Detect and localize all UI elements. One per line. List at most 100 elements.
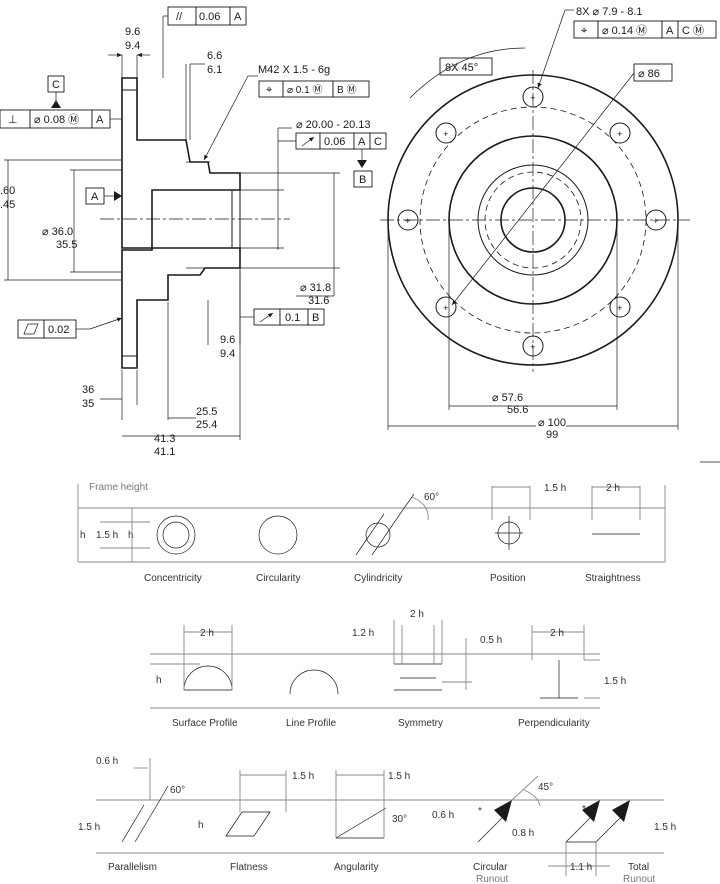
symbol-guide-row2: h 2 h 2 h 1.2 h 0.5 h 2 h 1.5 h Surface … <box>150 609 626 729</box>
svg-text:Circularity: Circularity <box>256 573 300 584</box>
hole-count-callout: 8X ⌀ 7.9 - 8.1 <box>576 6 643 18</box>
svg-text:Perpendicularity: Perpendicularity <box>518 718 590 729</box>
dim-outer-left-upper: .60 <box>0 185 15 197</box>
svg-text:A: A <box>234 11 242 23</box>
svg-text:Total: Total <box>628 862 649 873</box>
svg-text:0.5 h: 0.5 h <box>480 635 502 646</box>
dim-overall-lower: 41.1 <box>154 446 175 458</box>
bolt-holes: + + + + + + + + <box>397 86 667 357</box>
svg-text:30°: 30° <box>392 814 407 825</box>
svg-text:Straightness: Straightness <box>585 573 641 584</box>
dim-inner-lower: 56.6 <box>507 404 528 416</box>
svg-text:2 h: 2 h <box>200 628 214 639</box>
svg-text:C: C <box>374 136 382 148</box>
datum-a-label: A <box>91 191 99 203</box>
svg-text:+: + <box>405 216 411 227</box>
fcf-perpendicularity: ⊥ ⌀ 0.08 Ⓜ A <box>0 109 111 129</box>
svg-text:1.5 h: 1.5 h <box>654 822 676 833</box>
svg-text:A: A <box>358 136 366 148</box>
svg-text:*: * <box>582 804 586 815</box>
svg-text:Position: Position <box>490 573 526 584</box>
svg-text:+: + <box>530 342 536 353</box>
flange-section-upper <box>121 77 241 249</box>
dim-hub-len-lower: 9.4 <box>220 348 235 360</box>
svg-text:A: A <box>96 114 104 126</box>
dim-outer-lower: 99 <box>546 429 558 441</box>
svg-text:+: + <box>530 93 536 104</box>
svg-text:⌀ 0.08 Ⓜ: ⌀ 0.08 Ⓜ <box>34 113 79 126</box>
dim-hub-od-lower: 31.6 <box>308 295 329 307</box>
svg-text:+: + <box>617 129 623 140</box>
svg-text:Circular: Circular <box>473 862 508 873</box>
svg-text:0.06: 0.06 <box>324 136 345 148</box>
dim-outer-upper: ⌀ 100 <box>538 417 566 429</box>
dim-overall-upper: 41.3 <box>154 433 175 445</box>
svg-text:h: h <box>198 820 204 831</box>
symbol-guide-row3: 0.6 h 1.5 h 1.5 h 60° h 1.5 h 30° 1.5 h … <box>78 756 676 884</box>
dim-flange-top-lower: 9.4 <box>125 40 140 52</box>
datum-c-label: C <box>52 79 60 91</box>
svg-text:+: + <box>617 303 623 314</box>
svg-text:C Ⓜ: C Ⓜ <box>682 24 704 37</box>
svg-text:1.5 h: 1.5 h <box>96 530 118 541</box>
svg-text:0.1: 0.1 <box>285 312 300 324</box>
svg-text:1.1 h: 1.1 h <box>570 862 592 873</box>
svg-text:Surface Profile: Surface Profile <box>172 718 238 729</box>
svg-text:Line Profile: Line Profile <box>286 718 336 729</box>
svg-text:⌀ 0.14 Ⓜ: ⌀ 0.14 Ⓜ <box>602 24 647 37</box>
svg-text:0.6 h: 0.6 h <box>96 756 118 767</box>
fcf-flatness: 0.02 <box>17 319 77 339</box>
fcf-thread-position: ⌖ ⌀ 0.1 Ⓜ B Ⓜ <box>258 80 370 98</box>
svg-text:1.5 h: 1.5 h <box>544 483 566 494</box>
svg-text:0.02: 0.02 <box>48 324 69 336</box>
svg-text:Angularity: Angularity <box>334 862 378 873</box>
svg-text:+: + <box>653 216 659 227</box>
dim-hub-dia-upper: ⌀ 36.0 <box>42 226 73 238</box>
svg-text:h: h <box>156 675 162 686</box>
svg-text:⌀ 0.1 Ⓜ: ⌀ 0.1 Ⓜ <box>287 84 322 96</box>
fcf-hub-runout: 0.1 B <box>253 308 325 326</box>
fcf-parallelism: // 0.06 A <box>162 6 247 78</box>
svg-text:Parallelism: Parallelism <box>108 862 157 873</box>
svg-text:1.5 h: 1.5 h <box>604 676 626 687</box>
svg-text:h: h <box>128 530 134 541</box>
svg-text:Symmetry: Symmetry <box>398 718 443 729</box>
svg-text:Flatness: Flatness <box>230 862 268 873</box>
svg-text:0.8 h: 0.8 h <box>512 828 534 839</box>
svg-text:0.6 h: 0.6 h <box>432 810 454 821</box>
side-section-view: 9.6 9.4 // 0.06 A 6.6 6.1 M42 X 1.5 - 6g <box>0 6 387 458</box>
svg-text:⌖: ⌖ <box>581 25 587 37</box>
dim-flange-top-upper: 9.6 <box>125 26 140 38</box>
svg-text:1.5 h: 1.5 h <box>292 771 314 782</box>
svg-text:Concentricity: Concentricity <box>144 573 202 584</box>
dim-hub-step-lower: 25.4 <box>196 419 217 431</box>
dim-hub-od-upper: ⌀ 31.8 <box>300 282 331 294</box>
svg-text:60°: 60° <box>424 492 439 503</box>
svg-text:2 h: 2 h <box>410 609 424 620</box>
svg-text:Runout: Runout <box>623 874 655 884</box>
svg-text:B: B <box>312 312 319 324</box>
fcf-holes: ⌖ ⌀ 0.14 Ⓜ A C Ⓜ <box>573 20 717 39</box>
svg-text:h: h <box>80 530 86 541</box>
svg-text:1.2 h: 1.2 h <box>352 628 374 639</box>
dim-inner-upper: ⌀ 57.6 <box>492 392 523 404</box>
svg-text:0.06: 0.06 <box>199 11 220 23</box>
dim-hub-dia-lower: 35.5 <box>56 239 77 251</box>
dim-flange-thk-lower: 35 <box>82 398 94 410</box>
svg-text:Runout: Runout <box>476 874 508 884</box>
svg-text:⊥: ⊥ <box>8 114 18 126</box>
svg-text:A: A <box>666 25 674 37</box>
svg-text:B Ⓜ: B Ⓜ <box>337 84 356 96</box>
svg-text:1.5 h: 1.5 h <box>78 822 100 833</box>
datum-b-label: B <box>359 174 366 186</box>
svg-text:1.5 h: 1.5 h <box>388 771 410 782</box>
svg-text:60°: 60° <box>170 785 185 796</box>
dim-bore: ⌀ 20.00 - 20.13 <box>296 119 371 131</box>
thread-callout: M42 X 1.5 - 6g <box>258 64 330 76</box>
dim-flange-thk-upper: 36 <box>82 384 94 396</box>
dim-hub-len-upper: 9.6 <box>220 334 235 346</box>
bolt-circle-callout: ⌀ 86 <box>638 68 660 80</box>
svg-text:2 h: 2 h <box>550 628 564 639</box>
svg-text:⌖: ⌖ <box>266 84 272 96</box>
